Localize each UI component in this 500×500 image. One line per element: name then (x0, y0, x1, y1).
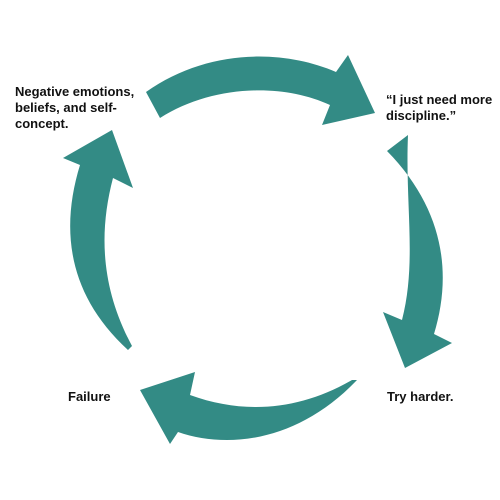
step-label-try-harder: Try harder. (387, 389, 454, 404)
step-label-failure: Failure (68, 389, 111, 404)
arrow-bottom (140, 372, 357, 444)
arrow-right (383, 135, 452, 368)
step-label-negative-emotions: Negative emotions, beliefs, and self-con… (15, 84, 135, 131)
arrow-left (63, 130, 133, 350)
arrow-top (146, 55, 375, 125)
step-label-more-discipline: “I just need more discipline.” (386, 92, 493, 123)
